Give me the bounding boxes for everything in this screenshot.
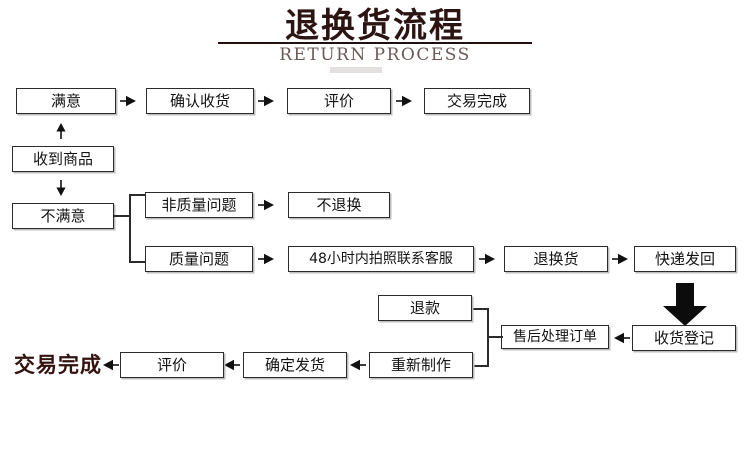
arrow-down-bold-icon	[662, 283, 708, 327]
node-not-satisfied[interactable]: 不满意	[12, 203, 114, 229]
node-quality-issue[interactable]: 质量问题	[145, 246, 253, 272]
bracket-stem-not-satisfied	[114, 215, 130, 217]
arrow-left-icon	[348, 359, 366, 371]
node-review-top[interactable]: 评价	[287, 88, 391, 114]
node-deal-done-top[interactable]: 交易完成	[424, 88, 530, 114]
page-title: 退换货流程	[285, 6, 465, 46]
node-confirm-receipt[interactable]: 确认收货	[146, 88, 254, 114]
node-non-quality-issue[interactable]: 非质量问题	[145, 192, 253, 218]
node-no-return[interactable]: 不退换	[288, 192, 390, 218]
bracket-stem-aftersale	[487, 336, 503, 338]
arrow-left-icon	[612, 332, 630, 344]
arrow-right-icon	[258, 95, 276, 107]
node-confirm-shipment[interactable]: 确定发货	[243, 352, 347, 378]
arrow-right-icon	[258, 253, 276, 265]
node-aftersale-order[interactable]: 售后处理订单	[501, 325, 609, 349]
arrow-down-icon	[55, 180, 67, 196]
node-remake[interactable]: 重新制作	[369, 352, 473, 378]
node-refund[interactable]: 退款	[378, 295, 472, 321]
node-receipt-register[interactable]: 收货登记	[632, 325, 736, 351]
bracket-bottom-branch-remake	[473, 365, 489, 367]
node-deal-done-bottom: 交易完成	[14, 353, 102, 377]
bracket-top-branch-refund	[473, 308, 489, 310]
arrow-left-icon	[101, 359, 119, 371]
arrow-right-icon	[612, 253, 630, 265]
bracket-bottom-branch	[129, 261, 147, 263]
node-ship-back[interactable]: 快递发回	[634, 246, 736, 272]
node-received-goods[interactable]: 收到商品	[12, 146, 114, 172]
arrow-left-icon	[222, 359, 240, 371]
node-satisfied[interactable]: 满意	[16, 88, 116, 114]
arrow-right-icon	[479, 253, 497, 265]
node-photo-contact-service[interactable]: 48小时内拍照联系客服	[288, 246, 474, 272]
arrow-right-icon	[258, 199, 276, 211]
arrow-right-icon	[120, 95, 138, 107]
bracket-spine-not-satisfied	[129, 194, 131, 262]
bracket-top-branch	[129, 194, 147, 196]
title-rule	[218, 42, 532, 44]
bracket-spine-aftersale	[487, 308, 489, 366]
arrow-right-icon	[396, 95, 414, 107]
node-review-bottom[interactable]: 评价	[120, 352, 224, 378]
title-swatch	[330, 67, 382, 73]
arrow-up-icon	[55, 123, 67, 139]
page-subtitle: RETURN PROCESS	[279, 45, 471, 65]
node-return-exchange[interactable]: 退换货	[504, 246, 608, 272]
